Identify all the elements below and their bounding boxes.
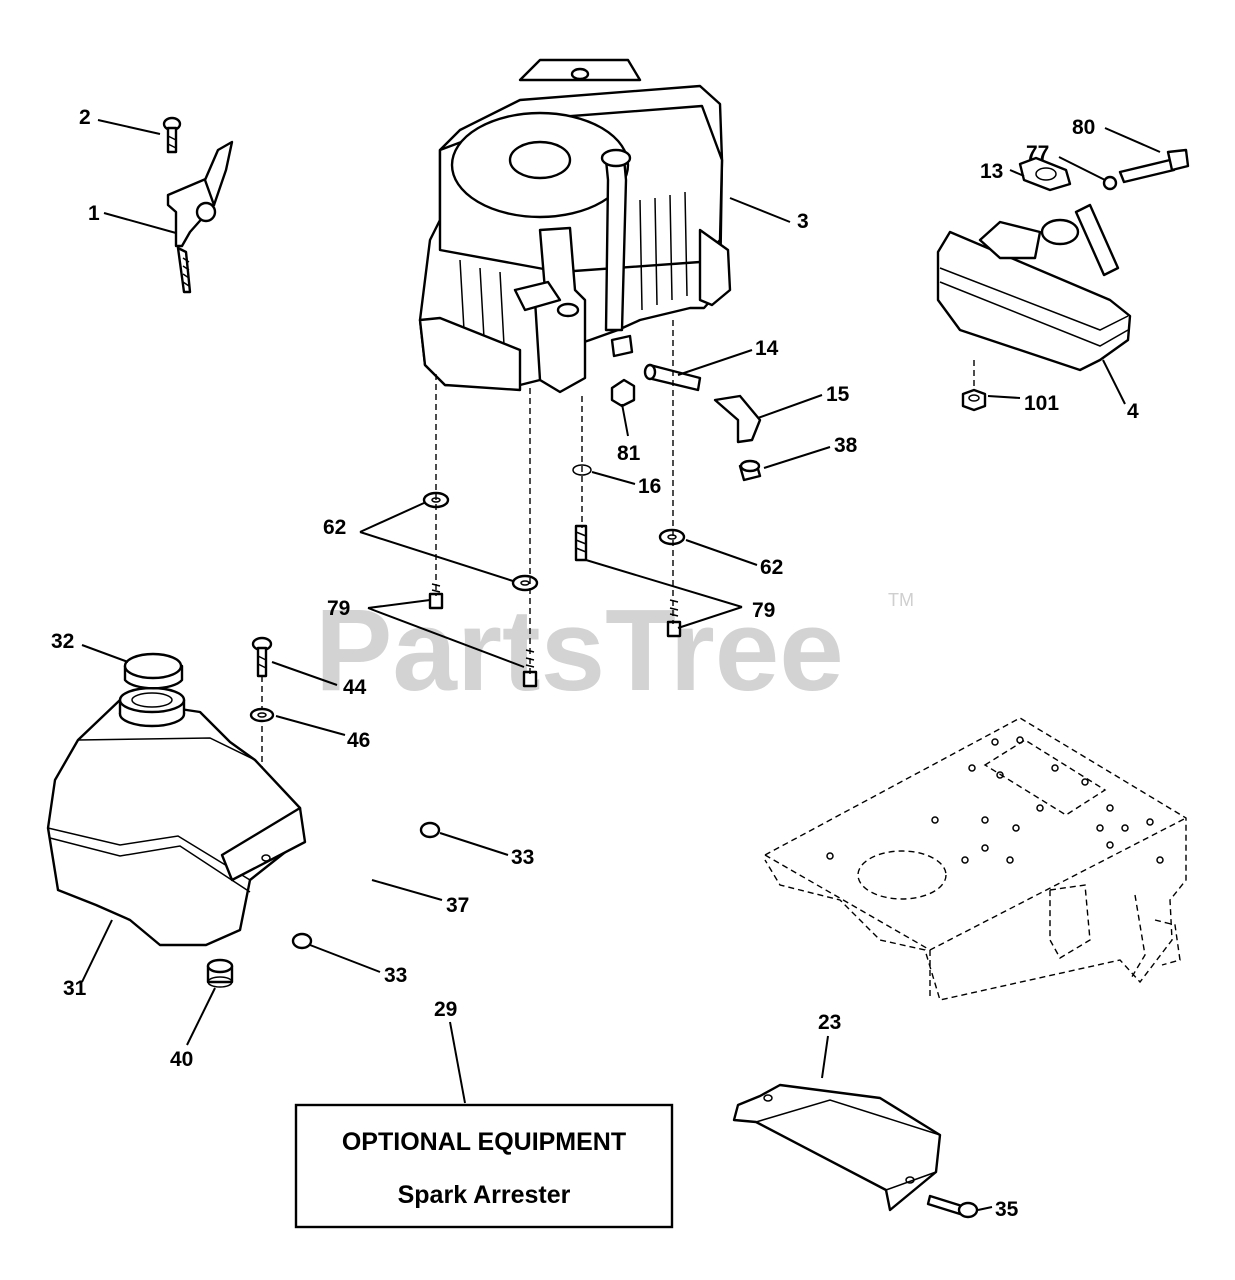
fuel-line: [291, 821, 441, 950]
callout-80: 80: [1072, 116, 1095, 139]
callout-79-right: 79: [752, 599, 775, 622]
callout-33-bottom: 33: [384, 964, 407, 987]
callout-13: 13: [980, 160, 1003, 183]
callout-81: 81: [617, 442, 641, 465]
callout-32: 32: [51, 630, 74, 653]
callout-38: 38: [834, 434, 858, 457]
watermark-tm: TM: [888, 590, 914, 610]
callout-44: 44: [343, 676, 367, 699]
callout-31: 31: [63, 977, 87, 1000]
callout-77: 77: [1026, 142, 1049, 165]
callout-79-left: 79: [327, 597, 350, 620]
watermark-text: PartsTree: [315, 585, 844, 715]
callout-101: 101: [1024, 392, 1059, 415]
callout-numbers: 2 1 3 80 77 13 14 15 101 4 38 81 16 62 6…: [51, 106, 1139, 1221]
callout-3: 3: [797, 210, 809, 233]
callout-29: 29: [434, 998, 457, 1021]
leader-lines: [81, 119, 1161, 1211]
optional-equipment-box: OPTIONAL EQUIPMENT Spark Arrester: [294, 1103, 674, 1229]
callout-23: 23: [818, 1011, 841, 1034]
optional-equipment-subtitle: Spark Arrester: [398, 1181, 571, 1209]
fuel-fittings: [572, 334, 762, 482]
callout-4: 4: [1127, 400, 1139, 423]
callout-1: 1: [88, 202, 100, 225]
callout-46: 46: [347, 729, 370, 752]
heat-shield: [732, 1083, 979, 1219]
engine: [418, 58, 732, 394]
callout-35: 35: [995, 1198, 1019, 1221]
fuel-tank: [46, 636, 307, 988]
chassis-frame: [764, 717, 1187, 1001]
throttle-control: [162, 116, 234, 294]
mounting-hardware: [422, 491, 686, 688]
callout-37: 37: [446, 894, 469, 917]
callout-15: 15: [826, 383, 850, 406]
callout-2: 2: [79, 106, 91, 129]
callout-62-left: 62: [323, 516, 346, 539]
optional-equipment-title: OPTIONAL EQUIPMENT: [342, 1128, 626, 1156]
callout-40: 40: [170, 1048, 193, 1071]
callout-33-top: 33: [511, 846, 534, 869]
watermark: PartsTree TM: [315, 585, 914, 715]
muffler: [936, 148, 1190, 412]
callout-62-right: 62: [760, 556, 783, 579]
bracket-lines: [359, 502, 743, 668]
callout-16: 16: [638, 475, 661, 498]
callout-14: 14: [755, 337, 779, 360]
